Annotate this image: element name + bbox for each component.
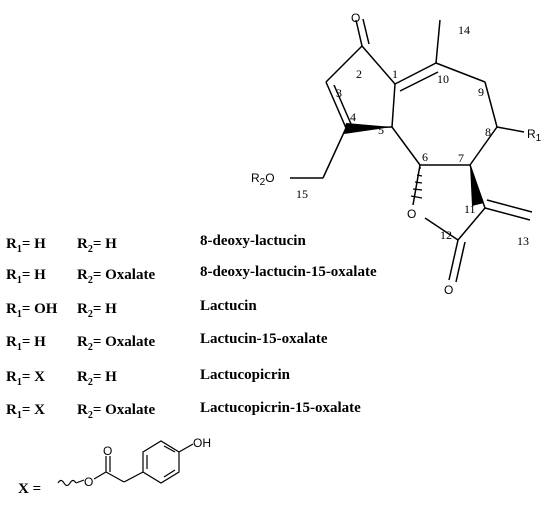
row-r1: R1= H — [6, 236, 46, 255]
bond-o-c12 — [424, 217, 459, 241]
atom-number-2: 2 — [356, 67, 362, 81]
atom-number-13: 13 — [517, 234, 529, 248]
ester-carbonyl-oxygen: O — [103, 444, 112, 458]
row-compound-name: 8-deoxy-lactucin-15-oxalate — [200, 264, 377, 280]
row-r2: R2= Oxalate — [77, 334, 155, 353]
hash-wedge-c6 — [410, 167, 423, 199]
bond-c12-o — [448, 239, 459, 281]
bond-c11-c13-double — [486, 199, 533, 213]
row-compound-name: 8-deoxy-lactucin — [200, 233, 306, 249]
bond-c12-c11 — [457, 207, 486, 241]
bond-c9-c8 — [484, 81, 498, 128]
row-r2: R2= Oxalate — [77, 402, 155, 421]
wedge-c7 — [470, 165, 484, 206]
atom-number-4: 4 — [350, 110, 356, 124]
row-r2: R2= Oxalate — [77, 267, 155, 286]
row-r1: R1= H — [6, 334, 46, 353]
atom-number-3: 3 — [336, 86, 342, 100]
bond-c2-o — [355, 19, 363, 47]
bond-c8-r1 — [496, 126, 525, 133]
bond-c2-c1 — [361, 45, 396, 85]
row-r2: R2= H — [77, 301, 117, 320]
atom-number-7: 7 — [458, 151, 464, 165]
atom-number-9: 9 — [478, 85, 484, 99]
x-label: X = — [18, 481, 41, 497]
r1-label: R1 — [527, 127, 542, 144]
table-row: R1= H R2= H 8-deoxy-lactucin — [6, 233, 306, 255]
row-r1: R1= X — [6, 369, 45, 388]
table-row: R1= H R2= Oxalate Lactucin-15-oxalate — [6, 331, 328, 353]
row-r1: R1= OH — [6, 301, 58, 320]
bond-c5-c1 — [391, 83, 396, 128]
row-r1: R1= X — [6, 402, 45, 421]
atom-numbers: 1 2 3 4 5 6 7 8 9 10 11 12 13 14 15 — [296, 23, 529, 248]
bond-c8-c7 — [469, 126, 498, 166]
row-r1: R1= H — [6, 267, 46, 286]
wedge-c5 — [344, 123, 392, 134]
atom-number-1: 1 — [392, 67, 398, 81]
atom-number-15: 15 — [296, 187, 308, 201]
row-r2: R2= H — [77, 236, 117, 255]
x-group-structure: X = O O OH — [18, 436, 211, 497]
substituent-table: R1= H R2= H 8-deoxy-lactucin R1= H R2= O… — [6, 233, 377, 421]
bond-c4-c15 — [322, 127, 347, 179]
bond-c2-o-double — [362, 18, 370, 45]
table-row: R1= X R2= H Lactucopicrin — [6, 367, 291, 388]
bond-c11-c13 — [484, 207, 531, 221]
atom-number-10: 10 — [437, 72, 449, 86]
table-row: R1= OH R2= H Lactucin — [6, 298, 257, 320]
bond-c10-c9 — [435, 62, 486, 83]
row-compound-name: Lactucin — [200, 298, 257, 314]
atom-number-6: 6 — [422, 150, 428, 164]
atom-number-14: 14 — [458, 23, 470, 37]
wavy-attachment-icon — [57, 479, 77, 487]
lactone-oxygen: O — [407, 207, 416, 221]
row-compound-name: Lactucopicrin-15-oxalate — [200, 400, 361, 416]
r2o-label: R2O — [251, 171, 275, 188]
bond-c2-c3 — [325, 45, 363, 83]
benzene-ring — [142, 440, 180, 484]
atom-number-8: 8 — [485, 125, 491, 139]
atom-number-12: 12 — [440, 228, 452, 242]
bond-c12-o-double — [455, 241, 466, 283]
bond-c6-o — [412, 164, 421, 206]
atom-number-11: 11 — [464, 202, 476, 216]
ester-oxygen: O — [84, 475, 93, 489]
bond-c6-c5 — [391, 126, 421, 166]
bond-c1-c10 — [394, 62, 437, 85]
carbonyl-oxygen-c12: O — [444, 283, 453, 297]
bond-c3-c4 — [325, 81, 347, 129]
bond-c10-c14 — [435, 19, 441, 64]
table-row: R1= H R2= Oxalate 8-deoxy-lactucin-15-ox… — [6, 264, 377, 286]
table-row: R1= X R2= Oxalate Lactucopicrin-15-oxala… — [6, 400, 361, 421]
atom-number-5: 5 — [378, 123, 384, 137]
row-r2: R2= H — [77, 369, 117, 388]
carbonyl-oxygen-c2: O — [351, 11, 360, 25]
bond-c3-c4-double — [333, 84, 352, 125]
skeleton-bonds — [290, 18, 533, 283]
bond-c1-c10-double — [399, 71, 439, 92]
hydroxyl-label: OH — [193, 436, 211, 450]
row-compound-name: Lactucopicrin — [200, 367, 291, 383]
row-compound-name: Lactucin-15-oxalate — [200, 331, 328, 347]
